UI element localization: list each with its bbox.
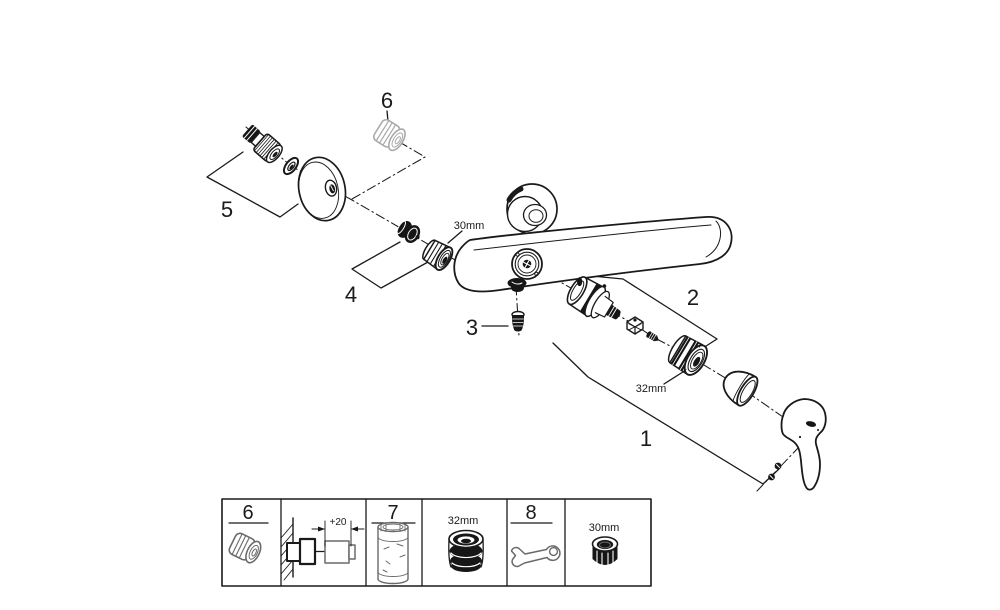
legend-item-extension-install-icon: +20	[280, 517, 365, 581]
leader-32mm	[663, 369, 687, 385]
callout-5-label: 5	[221, 197, 233, 222]
part-cover-cap	[373, 118, 406, 152]
bracket-4	[351, 241, 429, 289]
part-escutcheon	[297, 156, 347, 222]
callout-labels: 1 2 3 4 5 6 30mm 32mm	[221, 88, 699, 451]
legend-7-label: 7	[387, 502, 398, 524]
legend-table: 6 +20 7	[221, 498, 652, 587]
part-s-union	[242, 125, 283, 164]
legend-30mm-label: 30mm	[589, 522, 620, 534]
handle-fixing-screws	[768, 462, 782, 481]
callout-4-label: 4	[345, 282, 357, 307]
body-top-port	[506, 183, 558, 235]
callout-2-label: 2	[687, 285, 699, 310]
legend-item-cover-cap-icon	[228, 532, 262, 564]
part-nut-32mm	[667, 334, 709, 376]
part-cap-dome	[722, 370, 759, 407]
part-cartridge	[566, 276, 621, 320]
part-mixer-body	[453, 216, 733, 293]
legend-item-open-end-wrench-icon	[510, 545, 561, 568]
legend-item-extension-set-32mm-icon	[448, 529, 484, 572]
legend-item-nut-30mm-icon	[591, 536, 619, 569]
part-plug-screw	[511, 310, 525, 332]
legend-plus20-label: +20	[330, 517, 347, 528]
body-cartridge-seat	[511, 248, 543, 280]
dim-30mm-label: 30mm	[454, 220, 485, 232]
cover-cap-axis-line	[351, 132, 426, 200]
legend-item-extension-tube-icon	[377, 521, 409, 585]
part-washer	[282, 156, 300, 176]
dim-32mm-label: 32mm	[636, 383, 667, 395]
legend-6-label: 6	[242, 502, 253, 524]
part-handle-screw-small	[646, 331, 659, 342]
callout-1-label: 1	[640, 426, 652, 451]
leader-30mm	[447, 230, 463, 244]
legend-8-label: 8	[525, 502, 536, 524]
part-lever-handle	[780, 398, 827, 491]
part-nut-30mm	[422, 239, 454, 271]
part-handle-adapter	[626, 316, 644, 335]
part-check-valve	[396, 220, 421, 243]
bracket-1	[552, 342, 780, 485]
callout-6-label: 6	[381, 88, 393, 113]
body-bottom-port	[507, 278, 527, 292]
callout-3-label: 3	[466, 315, 478, 340]
legend-32mm-label: 32mm	[448, 515, 479, 527]
bracket-5	[206, 151, 299, 218]
